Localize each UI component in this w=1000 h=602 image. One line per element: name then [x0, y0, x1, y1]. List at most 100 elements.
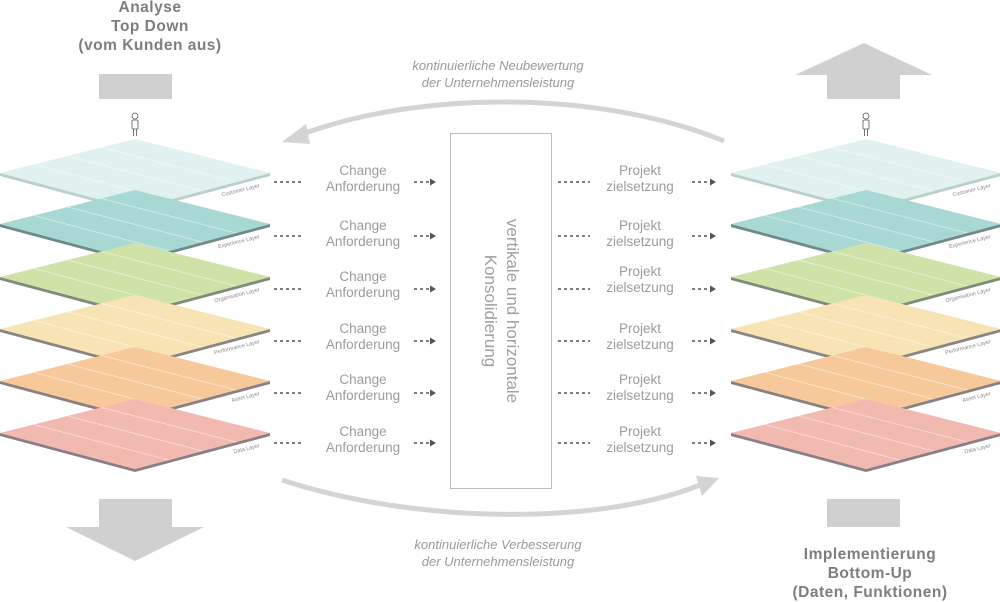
right-bottom-bar [827, 499, 900, 527]
layer-plate-experience-layer [731, 190, 1000, 260]
project-goal-line1: Projekt [618, 424, 662, 439]
layer-grid-line [67, 311, 203, 348]
layer-grid-line [101, 303, 237, 339]
left-heading-line1: Analyse [118, 0, 182, 16]
project-goal-line1: Projekt [618, 163, 662, 178]
layer-plate-organisation-layer [731, 243, 1000, 313]
layer-grid-line [832, 251, 968, 287]
arrowhead-icon [710, 178, 716, 186]
layer-plate-customer-layer [731, 139, 1000, 209]
right-heading-line1: Implementierung [803, 546, 937, 563]
project-goal-line2: zielsetzung [606, 440, 674, 455]
bottom-cycle-label: kontinuierliche Verbesserung der Unterne… [348, 536, 648, 570]
bottom-cycle-line2: der Unternehmensleistung [421, 554, 575, 569]
top-cycle-line1: kontinuierliche Neubewertung [412, 58, 584, 73]
arrowhead-icon [430, 337, 436, 345]
layer-grid-line [101, 147, 237, 183]
layer-plate-experience-layer [0, 190, 270, 260]
layer-plate-asset-layer [731, 347, 1000, 417]
project-goal-line1: Projekt [618, 264, 662, 279]
connectors [274, 178, 716, 447]
bottom-cycle-arrow [281, 477, 701, 517]
change-request-line2: Anforderung [325, 179, 401, 194]
layer-grid-line [764, 424, 900, 461]
right-layer-label: Data Layer [964, 443, 992, 455]
layer-grid-line [832, 355, 968, 391]
project-goal-line2: zielsetzung [606, 280, 674, 295]
arrowhead-icon [430, 232, 436, 240]
change-request-line1: Change [339, 321, 387, 336]
project-goal-line1: Projekt [618, 321, 662, 336]
top-cycle-arrow [299, 99, 725, 144]
change-request-line2: Anforderung [325, 388, 401, 403]
layer-grid-line [832, 147, 968, 183]
top-cycle-arrowhead-icon [282, 124, 310, 144]
project-goal-line2: zielsetzung [606, 337, 674, 352]
layer-grid-line [67, 415, 203, 452]
change-request-line2: Anforderung [325, 285, 401, 300]
layer-grid-line [832, 303, 968, 339]
layer-grid-line [101, 198, 237, 234]
arrowhead-icon [430, 389, 436, 397]
project-goal-line2: zielsetzung [606, 179, 674, 194]
change-request-line2: Anforderung [325, 440, 401, 455]
layer-grid-line [101, 355, 237, 391]
consolidation-line2: Konsolidierung [481, 254, 500, 368]
bottom-cycle-line1: kontinuierliche Verbesserung [414, 537, 582, 552]
arrowhead-icon [710, 232, 716, 240]
layer-grid-line [764, 215, 900, 252]
bottom-cycle-arrowhead-icon [696, 476, 719, 496]
layer-plate-performance-layer [731, 295, 1000, 365]
right-heading-line2: Bottom-Up [827, 565, 913, 582]
right-heading-line3: (Daten, Funktionen) [792, 584, 948, 601]
arrowhead-icon [430, 285, 436, 293]
change-request-line1: Change [339, 163, 387, 178]
layer-grid-line [832, 198, 968, 234]
arrowhead-icon [430, 439, 436, 447]
consolidation-line1: vertikale und horizontale [503, 218, 522, 404]
layer-grid-line [101, 407, 237, 443]
change-request-line2: Anforderung [325, 337, 401, 352]
project-goal-line2: zielsetzung [606, 234, 674, 249]
project-goal-line2: zielsetzung [606, 388, 674, 403]
top-cycle-line2: der Unternehmensleistung [421, 75, 575, 90]
project-goal-line1: Projekt [618, 372, 662, 387]
layer-grid-line [67, 206, 203, 243]
layer-plate-organisation-layer [0, 243, 270, 313]
layer-grid-line [798, 259, 934, 296]
left-heading: Analyse Top Down (vom Kunden aus) [60, 0, 240, 55]
layer-plate-data-layer [0, 399, 270, 469]
left-layer-label: Data Layer [233, 443, 261, 455]
arrowhead-icon [710, 285, 716, 293]
change-request-line1: Change [339, 372, 387, 387]
right-customer-person-icon [862, 112, 870, 136]
left-heading-line2: Top Down [111, 18, 189, 35]
change-request-line2: Anforderung [325, 234, 401, 249]
change-request-line1: Change [339, 424, 387, 439]
down-arrow-icon [66, 499, 204, 561]
layer-plate-customer-layer [0, 139, 270, 209]
layer-grid-line [798, 206, 934, 243]
change-request-line1: Change [339, 218, 387, 233]
up-arrow-icon [795, 43, 932, 99]
layer-plate-asset-layer [0, 347, 270, 417]
layer-plate-performance-layer [0, 295, 270, 365]
layer-grid-line [798, 415, 934, 452]
left-customer-person-icon [131, 112, 139, 136]
arrowhead-icon [710, 337, 716, 345]
layer-grid-line [67, 363, 203, 400]
left-heading-line3: (vom Kunden aus) [78, 37, 222, 54]
left-top-bar [99, 74, 172, 99]
